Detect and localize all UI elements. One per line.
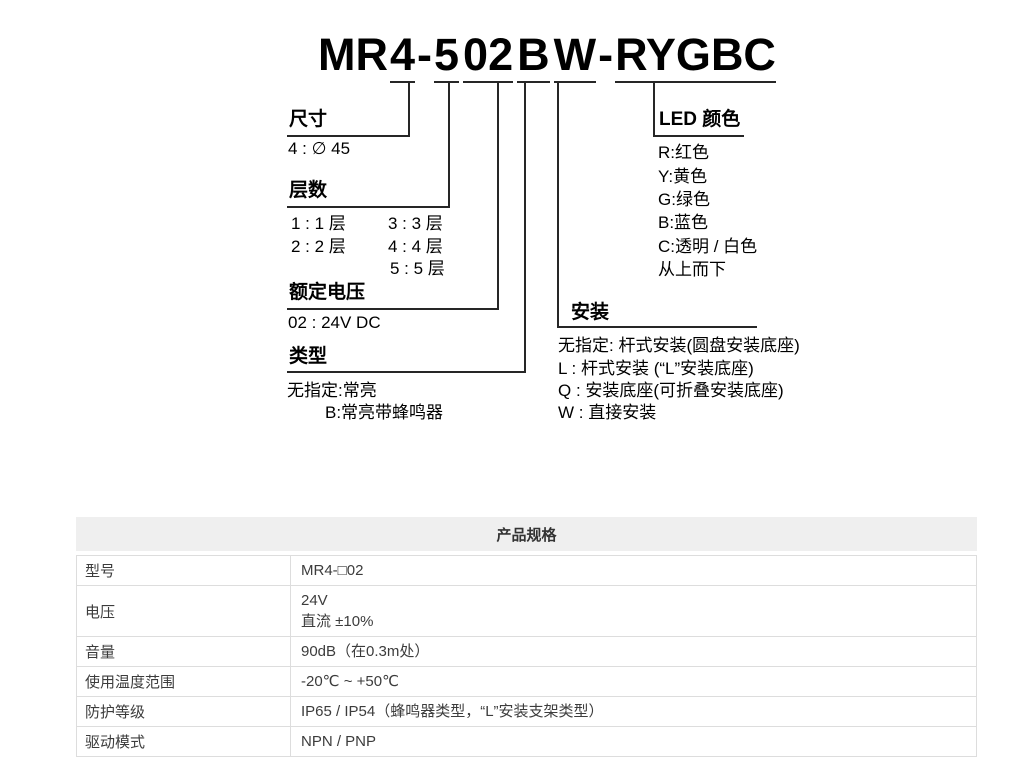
underline-type [287,371,526,373]
row-value-text2: 直流 ±10% [301,613,374,630]
connector-line-led [653,81,655,137]
led-option-yellow: Y:黄色 [658,167,708,186]
underline-led [653,135,744,137]
voltage-section-label: 额定电压 [289,282,366,303]
table-row-protection: 防护等级 IP65 / IP54（蜂鸣器类型，“L”安装支架类型） [77,696,976,726]
row-value-text: 24V [301,592,328,609]
mount-option-default: 无指定: 杆式安装(圆盘安装底座) [558,336,800,355]
size-option: 4 : ∅ 45 [288,139,351,158]
layers-section-label: 层数 [289,180,328,201]
row-label: 型号 [77,556,291,585]
mount-section-label: 安装 [571,302,610,323]
connector-line-voltage [497,81,499,310]
layers-option-2: 2 : 2 层 [291,237,346,256]
led-section-label: LED 颜色 [659,109,741,130]
row-value-text: 90dB（在0.3m处） [301,643,430,660]
row-value-text: MR4-□02 [301,562,364,579]
model-segment-mount: W [553,32,597,83]
row-value: -20℃ ~ +50℃ [291,667,976,696]
spec-table-header: 产品规格 [76,517,977,551]
table-row-voltage: 电压 24V 直流 ±10% [77,585,976,636]
row-value: NPN / PNP [291,727,976,756]
model-segment-type: B [517,32,550,83]
connector-line-size [408,81,410,137]
led-option-green: G:绿色 [658,190,710,209]
row-label: 驱动模式 [77,727,291,756]
type-section-label: 类型 [289,346,328,367]
row-label: 防护等级 [77,697,291,726]
row-value-text: NPN / PNP [301,733,377,750]
model-segment-size: 4 [389,32,416,83]
table-row-drive-mode: 驱动模式 NPN / PNP [77,726,976,756]
connector-line-layers [448,81,450,208]
underline-mount [557,326,757,328]
row-label: 使用温度范围 [77,667,291,696]
row-value-text: IP65 / IP54（蜂鸣器类型，“L”安装支架类型） [301,703,604,720]
model-segment-dash2: - [598,29,614,80]
underline-voltage [287,308,499,310]
mount-option-q: Q : 安装底座(可折叠安装底座) [558,381,784,400]
type-option-default: 无指定:常亮 [287,381,377,400]
model-segment-dash: - [417,29,433,80]
model-segment-led: RYGBC [615,32,776,83]
layers-option-5: 5 : 5 层 [390,259,445,278]
spec-table-body: 型号 MR4-□02 电压 24V 直流 ±10% 音量 90dB（在0.3m处… [76,555,977,757]
model-number-title: MR4-502BW-RYGBC [318,32,778,83]
model-segment-prefix: MR [318,29,388,80]
row-value: 90dB（在0.3m处） [291,637,976,666]
size-section-label: 尺寸 [289,109,328,130]
connector-line-type [524,81,526,373]
spec-table: 产品规格 型号 MR4-□02 电压 24V 直流 ±10% 音量 90dB（在… [76,517,977,757]
mount-option-w: W : 直接安装 [558,403,657,422]
connector-line-mount [557,81,559,328]
mount-option-l: L : 杆式安装 (“L”安装底座) [558,359,754,378]
row-label: 音量 [77,637,291,666]
table-row-volume: 音量 90dB（在0.3m处） [77,636,976,666]
model-segment-layers: 5 [434,32,460,83]
table-row-temperature: 使用温度范围 -20℃ ~ +50℃ [77,666,976,696]
led-option-clear: C:透明 / 白色 [658,237,758,256]
row-value: IP65 / IP54（蜂鸣器类型，“L”安装支架类型） [291,697,976,726]
row-value: MR4-□02 [291,556,976,585]
model-segment-voltage: 02 [463,32,514,83]
layers-option-4: 4 : 4 层 [388,237,443,256]
layers-option-1: 1 : 1 层 [291,214,346,233]
table-row-model: 型号 MR4-□02 [77,556,976,585]
underline-size [287,135,410,137]
led-option-red: R:红色 [658,143,709,162]
underline-layers [287,206,450,208]
type-option-buzzer: B:常亮带蜂鸣器 [325,403,444,422]
row-label: 电压 [77,586,291,636]
row-value-text: -20℃ ~ +50℃ [301,673,399,690]
row-value: 24V 直流 ±10% [291,586,976,636]
layers-option-3: 3 : 3 层 [388,214,443,233]
led-option-blue: B:蓝色 [658,213,709,232]
led-order-note: 从上而下 [658,260,726,279]
voltage-option: 02 : 24V DC [288,313,381,332]
